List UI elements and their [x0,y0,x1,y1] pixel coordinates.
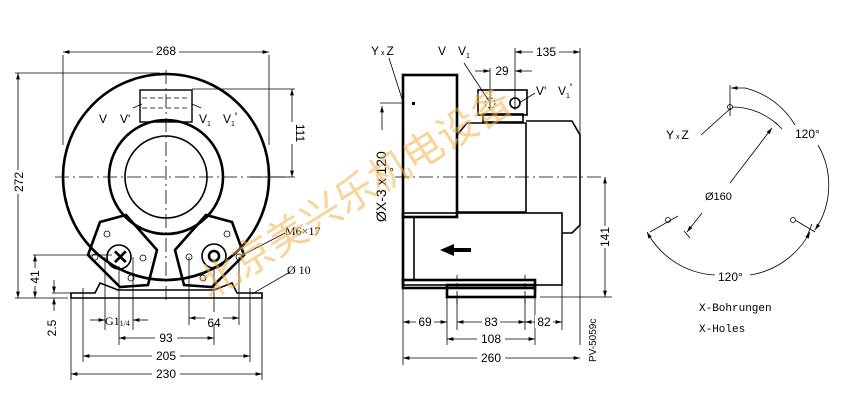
dim-135: 135 [536,45,556,59]
angle-top: 120° [795,127,820,141]
dim-2-5: 2.5 [45,319,59,336]
watermark: 北京美兴乐机电设备 [191,79,521,309]
drawing-code: PV-5059c [588,319,599,362]
side-label-v: V [438,44,446,58]
legend-german: X-Bohrungen [699,303,772,315]
dim-83: 83 [484,315,498,329]
flow-arrow-icon [440,244,471,256]
base-plate [70,281,263,299]
thread-label: M6×17 [285,224,320,238]
dim-230: 230 [156,367,176,381]
legend-english: X-Holes [699,324,745,336]
diameter-label: Ø160 [705,191,732,203]
flange-label: ØX-3 x 120 [373,151,389,222]
base-rail [445,283,537,299]
blower-body [402,212,563,286]
dim-41: 41 [28,270,42,284]
dim-108: 108 [481,332,501,346]
label-v: V [99,112,107,126]
dim-205: 205 [156,349,176,363]
right-port [207,249,221,263]
angle-bottom: 120° [718,270,743,284]
motor-housing [401,73,459,219]
hole-label: Ø 10 [287,263,311,277]
side-label-v-prime: V' [536,84,546,98]
x-mark-icon: ✕ [112,247,129,269]
front-view: ✕ 268 272 111 V V' V1 V1' M6×17 Ø 10 [10,44,320,381]
dim-82: 82 [537,315,551,329]
side-label-v1-prime: V1' [558,81,572,100]
label-v1-prime: V1' [223,110,237,128]
dim-268: 268 [156,44,176,58]
dim-272: 272 [12,172,26,192]
dim-29: 29 [495,64,509,78]
dim-93: 93 [159,331,173,345]
dim-260: 260 [481,351,501,365]
flange-degree: ° [387,167,401,172]
label-v1: V1 [199,112,211,128]
label-v-prime: V' [120,112,130,126]
right-foot [173,213,246,289]
dim-141: 141 [598,227,612,247]
dim-111: 111 [293,124,307,143]
dim-69: 69 [418,315,432,329]
side-port [477,89,528,116]
dim-g: G11/4 [105,314,130,328]
side-label-v1: V1 [458,44,470,60]
dim-64: 64 [207,316,221,330]
